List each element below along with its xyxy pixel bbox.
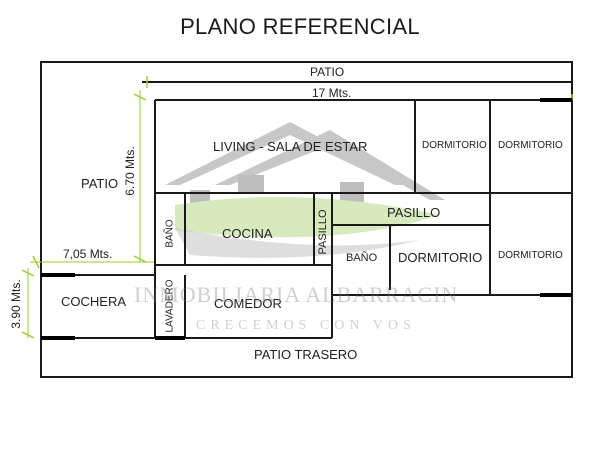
room-patio-left: PATIO <box>81 176 119 191</box>
watermark-slogan: CRECEMOS CON VOS <box>196 318 416 333</box>
room-patio-top: PATIO <box>310 65 345 79</box>
room-dormitorio-3: DORMITORIO <box>398 250 483 265</box>
dimension-garage-width: 7,05 Mts. <box>63 247 113 261</box>
room-bano-2: BAÑO <box>346 252 378 264</box>
page-title: PLANO REFERENCIAL <box>180 14 420 39</box>
dimension-width: 17 Mts. <box>312 86 352 100</box>
watermark-brand: INMOBILIARIA ALBARRACIN <box>134 282 459 307</box>
room-comedor: COMEDOR <box>214 296 282 311</box>
dimension-garage-depth: 3.90 Mts. <box>9 279 23 329</box>
room-living: LIVING - SALA DE ESTAR <box>213 139 368 154</box>
room-dormitorio-4: DORMITORIO <box>498 250 563 261</box>
room-cocina: COCINA <box>222 226 273 241</box>
room-pasillo-horizontal: PASILLO <box>387 205 441 220</box>
room-dormitorio-1: DORMITORIO <box>422 140 487 151</box>
room-pasillo-vertical: PASILLO <box>317 209 329 255</box>
room-patio-trasero: PATIO TRASERO <box>254 347 358 362</box>
dimension-depth: 6.70 Mts. <box>123 146 137 196</box>
watermark-logo <box>165 122 445 258</box>
room-dormitorio-2: DORMITORIO <box>498 140 563 151</box>
room-cochera: COCHERA <box>61 294 127 309</box>
room-bano-1: BAÑO <box>164 219 176 248</box>
